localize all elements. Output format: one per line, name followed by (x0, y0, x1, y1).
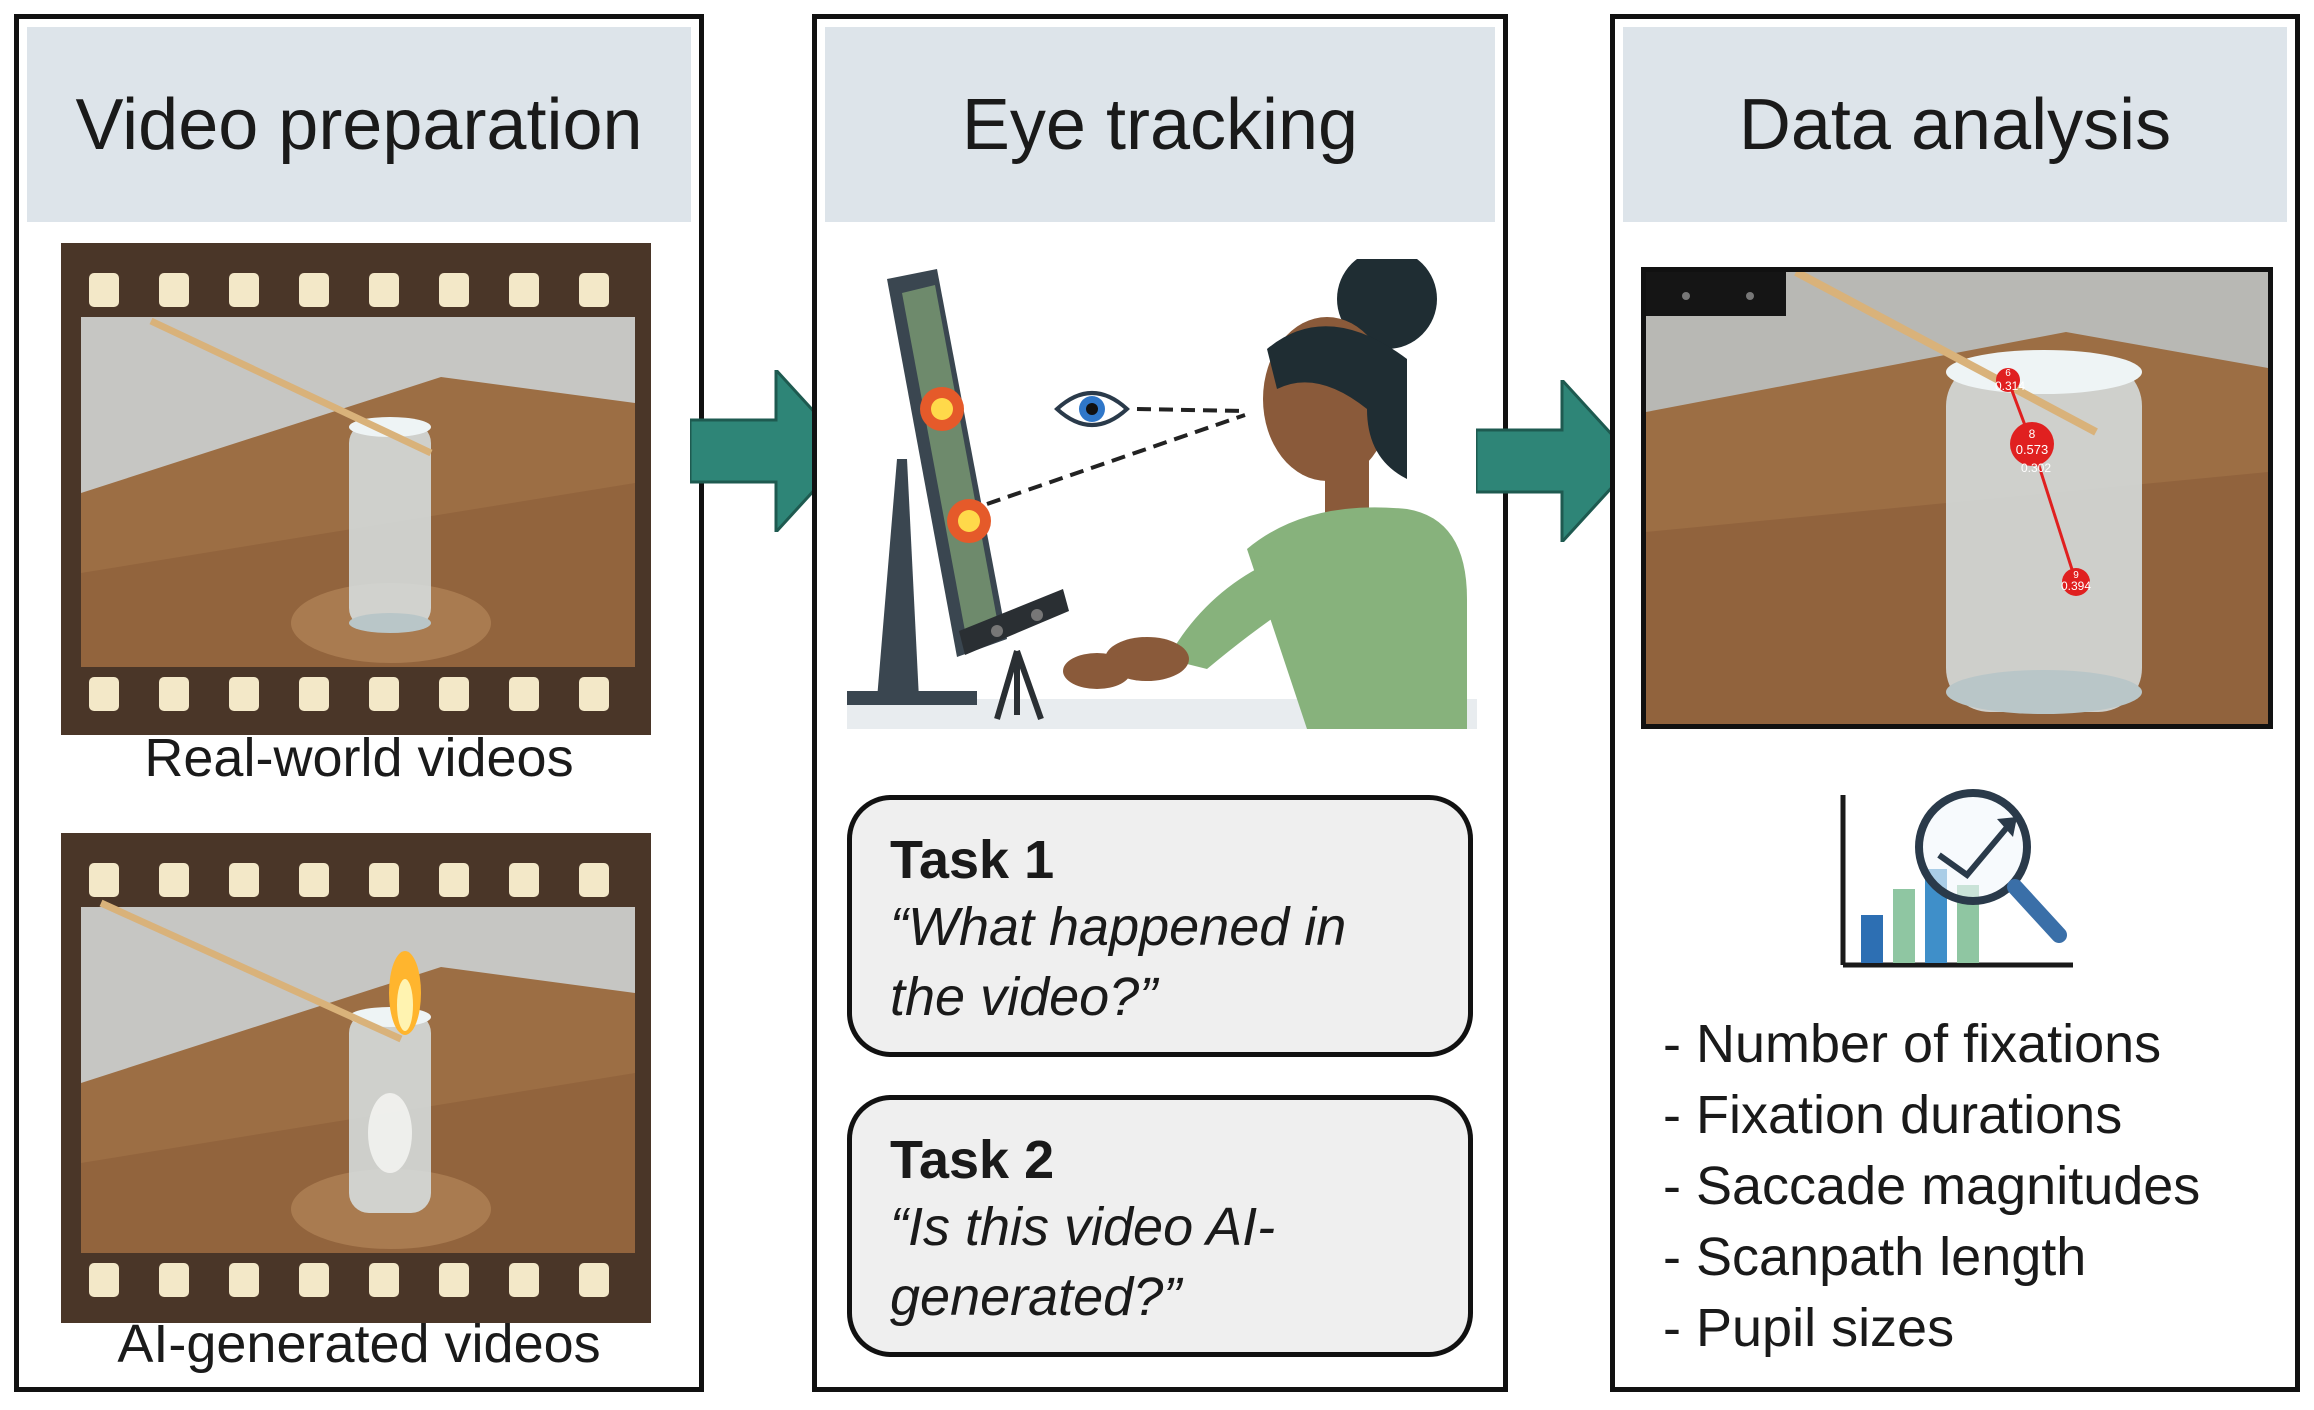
chart-magnifier-icon (1840, 789, 2073, 968)
metric-item: - Number of fixations (1663, 1014, 2162, 1074)
arrow-right-icon (1476, 380, 1639, 542)
fixation-duration: 0.573 (2016, 442, 2049, 457)
task-title: Task 2 (890, 1130, 1055, 1190)
real-videos-caption: Real-world videos (144, 728, 574, 788)
scanpath-frame: 6 0.314 8 0.573 0.302 9 0.394 (1641, 267, 2273, 729)
film-strip-icon (61, 243, 651, 735)
metric-item: - Pupil sizes (1663, 1298, 1955, 1358)
metrics-list: - Number of fixations - Fixation duratio… (1663, 1009, 2200, 1364)
scanpath-image: 6 0.314 8 0.573 0.302 9 0.394 (1646, 272, 2268, 724)
eye-tracker-icon (959, 589, 1069, 720)
fixation-id: 9 (2073, 570, 2079, 581)
video-preparation-panel: Video preparation Real-wor (14, 14, 704, 1392)
fixation-duration: 0.394 (2061, 579, 2091, 593)
task-question: “What happened in the video?” (890, 897, 1347, 1027)
ai-videos-caption: AI-generated videos (117, 1314, 601, 1374)
panel-title: Eye tracking (961, 84, 1359, 165)
task-2-card: Task 2 “Is this video AI-generated?” (847, 1095, 1473, 1357)
fixation-id: 6 (2005, 368, 2011, 379)
panel-header: Eye tracking (825, 27, 1495, 222)
panel-title: Data analysis (1738, 84, 2172, 165)
eye-tracking-panel: Eye tracking (812, 14, 1508, 1392)
task-question: “Is this video AI-generated?” (890, 1197, 1276, 1327)
metric-item: - Scanpath length (1663, 1227, 2087, 1287)
ai-video-film-strip (61, 833, 651, 1323)
eye-icon (1054, 391, 1130, 427)
task-1-card: Task 1 “What happened in the video?” (847, 795, 1473, 1057)
panel-header: Data analysis (1623, 27, 2287, 222)
metric-item: - Saccade magnitudes (1663, 1156, 2201, 1216)
real-video-film-strip (61, 243, 651, 735)
metric-item: - Fixation durations (1663, 1085, 2123, 1145)
data-analysis-panel: Data analysis 6 0.314 8 0.573 0.302 9 0.… (1610, 14, 2300, 1392)
fixation-duration: 0.302 (2021, 461, 2051, 475)
panel-header: Video preparation (27, 27, 691, 222)
eye-tracking-illustration (847, 259, 1477, 729)
fixation-duration: 0.314 (1995, 379, 2025, 393)
fixation-id: 8 (2029, 427, 2036, 441)
panel-title: Video preparation (75, 84, 643, 165)
task-title: Task 1 (890, 830, 1055, 890)
film-strip-icon (61, 833, 651, 1323)
